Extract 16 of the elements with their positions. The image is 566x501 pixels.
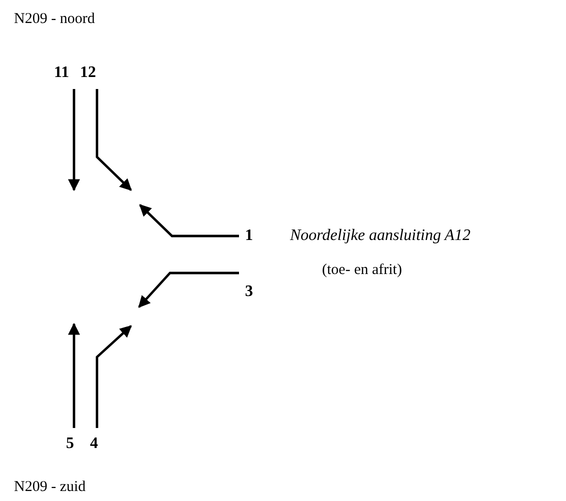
road-label: N209 - zuid (14, 480, 86, 495)
lane-arrow (68, 322, 80, 428)
lane-number: 1 (245, 228, 253, 244)
junction-label: Noordelijke aansluiting A12 (290, 228, 470, 244)
junction-note: (toe- en afrit) (322, 263, 402, 278)
lane-number: 5 (66, 436, 74, 452)
lane-number: 4 (90, 436, 98, 452)
lane-arrow (96, 325, 132, 428)
lane-arrow (68, 89, 80, 192)
road-label: N209 - noord (14, 12, 95, 27)
lane-arrow (139, 204, 239, 238)
lane-number: 3 (245, 284, 253, 300)
lane-number: 11 (54, 65, 70, 81)
lane-number: 12 (80, 65, 96, 81)
lane-arrow (96, 89, 132, 191)
lane-arrow (138, 272, 239, 308)
